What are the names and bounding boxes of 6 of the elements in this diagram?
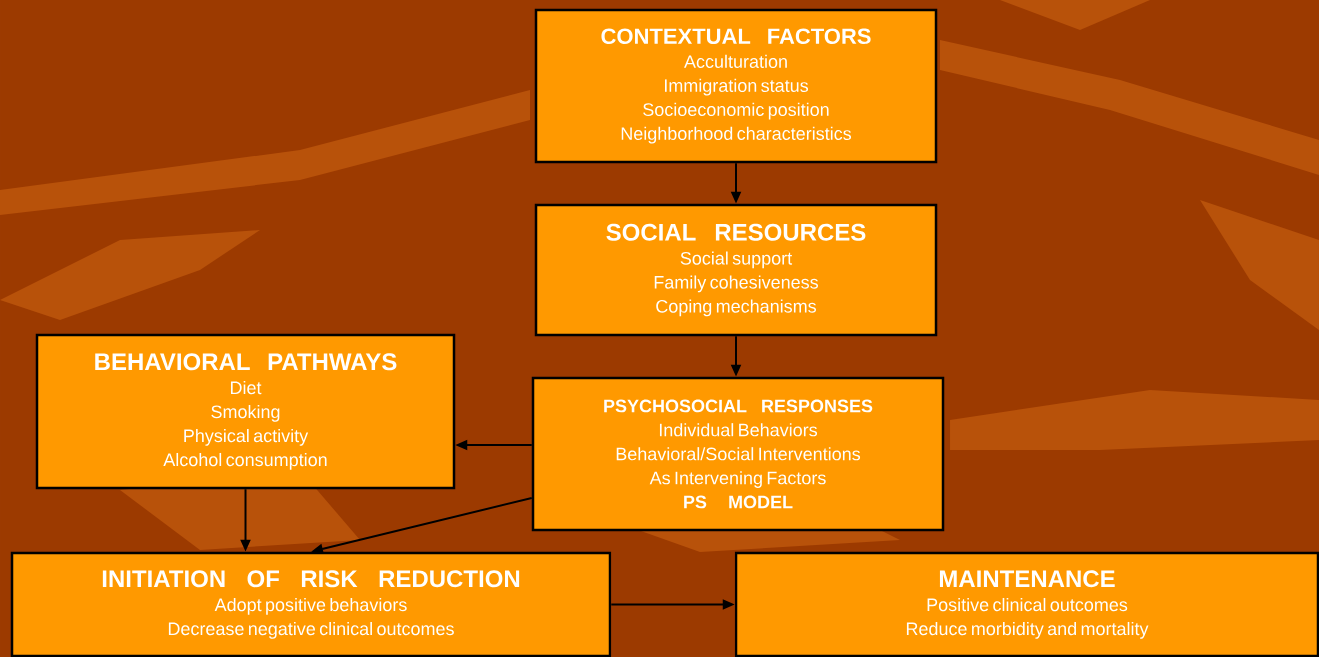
process-box: CONTEXTUAL FACTORS Acculturation Immigration status Socioeconomic position Neighborhood characteristics [534, 8, 938, 164]
process-box: SOCIAL RESOURCES Social support Family cohesiveness Coping mechanisms [534, 203, 938, 337]
process-box: BEHAVIORAL PATHWAYS Diet Smoking Physical activity Alcohol consumption [35, 333, 456, 490]
process-box: PSYCHOSOCIAL RESPONSES Individual Behaviors Behavioral/Social Interventions As Intervening Factors PS MODEL [531, 376, 945, 532]
process-box: INITIATION OF RISK REDUCTION Adopt positive behaviors Decrease negative clinical outcomes [10, 551, 612, 657]
process-box: MAINTENANCE Positive clinical outcomes Reduce morbidity and mortality [734, 551, 1319, 657]
